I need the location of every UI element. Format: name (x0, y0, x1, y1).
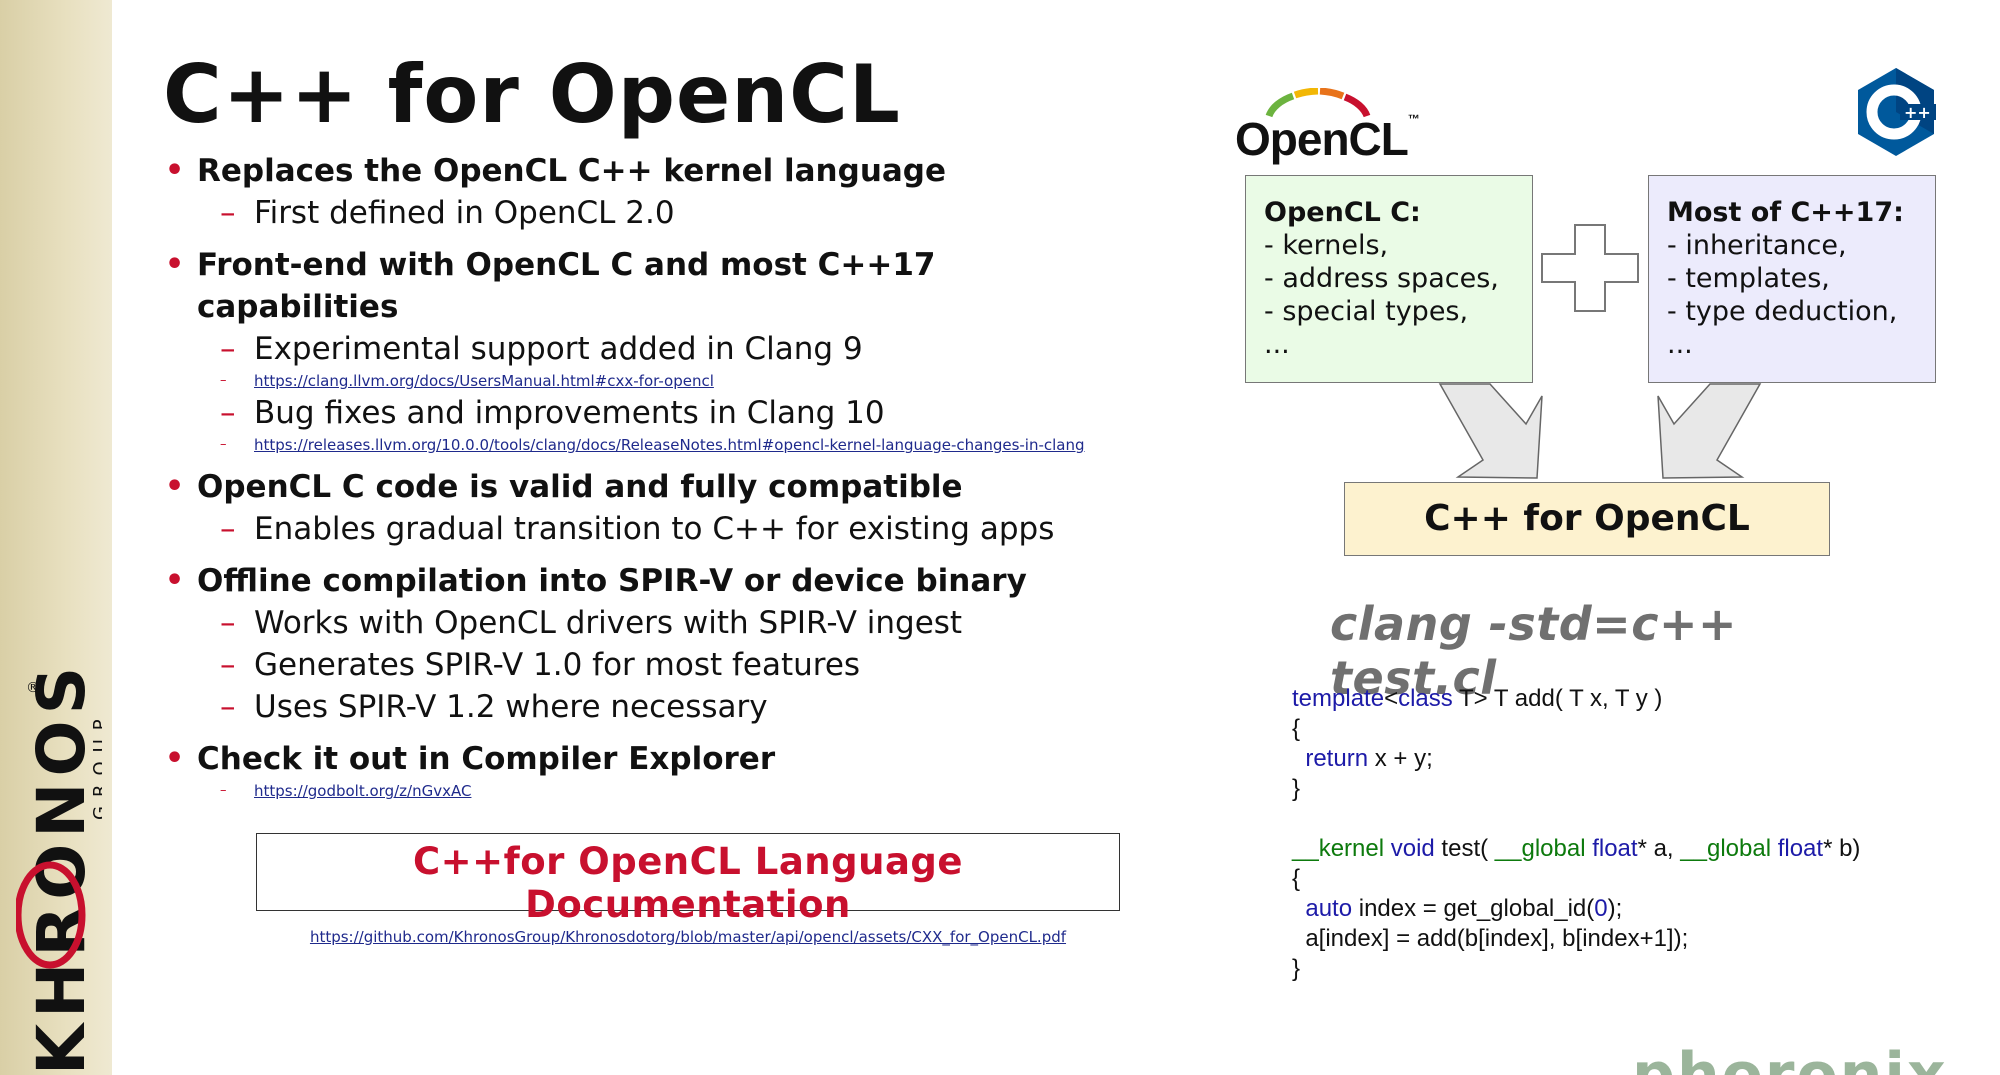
sub-bullet-item: Enables gradual transition to C++ for ex… (165, 508, 1145, 550)
compile-command: clang -std=c++ test.cl (1330, 597, 1738, 705)
sub-bullet-link-row: https://godbolt.org/z/nGvxAC (165, 780, 1145, 802)
phoronix-watermark: phoronix (1632, 1040, 1948, 1075)
sub-bullet-link-row: https://clang.llvm.org/docs/UsersManual.… (165, 370, 1145, 392)
documentation-title: C++for OpenCL Language Documentation (412, 840, 964, 926)
bullet-item: Front-end with OpenCL C and most C++17 c… (165, 244, 1145, 328)
sub-bullet-item: Works with OpenCL drivers with SPIR-V in… (165, 602, 1145, 644)
bullet-item: Check it out in Compiler Explorer (165, 738, 1145, 780)
opencl-c-feature: - address spaces, (1264, 263, 1499, 294)
code-sample: template<class T> T add( T x, T y ) { re… (1292, 685, 1861, 982)
cpp17-box: Most of C++17: - inheritance, - template… (1648, 175, 1936, 383)
godbolt-link[interactable]: https://godbolt.org/z/nGvxAC (254, 782, 472, 800)
opencl-c-feature: - special types, (1264, 296, 1469, 327)
cpp-for-opencl-box: C++ for OpenCL (1344, 482, 1830, 556)
khronos-logo: KHRONOS GROUP ® (16, 670, 102, 1075)
opencl-c-feature: - kernels, (1264, 230, 1389, 261)
sub-bullet-item: Generates SPIR-V 1.0 for most features (165, 644, 1145, 686)
cpp17-box-title: Most of C++17: (1667, 197, 1904, 228)
sub-bullet-item: Bug fixes and improvements in Clang 10 (165, 392, 1145, 434)
bullet-item: Replaces the OpenCL C++ kernel language (165, 150, 1145, 192)
svg-text:GROUP: GROUP (90, 710, 102, 820)
opencl-logo-text: OpenCL™ (1235, 112, 1420, 165)
release-notes-link[interactable]: https://releases.llvm.org/10.0.0/tools/c… (254, 436, 1085, 454)
sub-bullet-item: First defined in OpenCL 2.0 (165, 192, 1145, 234)
opencl-logo: OpenCL™ (1235, 88, 1420, 165)
cpp17-feature: - type deduction, (1667, 296, 1898, 327)
cpp17-feature: ... (1667, 329, 1693, 360)
opencl-c-feature: ... (1264, 329, 1290, 360)
sub-bullet-item: Experimental support added in Clang 9 (165, 328, 1145, 370)
clang-manual-link[interactable]: https://clang.llvm.org/docs/UsersManual.… (254, 372, 714, 390)
plus-icon (1541, 224, 1639, 312)
cpp-logo-icon: ++ (1858, 68, 1936, 156)
cpp17-feature: - templates, (1667, 263, 1830, 294)
merge-arrows-icon (1438, 383, 1762, 479)
slide-title: C++ for OpenCL (163, 48, 901, 141)
documentation-link[interactable]: https://github.com/KhronosGroup/Khronosd… (309, 928, 1067, 946)
sub-bullet-item: Uses SPIR-V 1.2 where necessary (165, 686, 1145, 728)
documentation-box: C++for OpenCL Language Documentation htt… (256, 833, 1120, 946)
svg-text:++: ++ (1904, 103, 1931, 122)
opencl-logo-arc-icon (1265, 88, 1371, 118)
opencl-c-box-title: OpenCL C: (1264, 197, 1421, 228)
bullet-item: Offline compilation into SPIR-V or devic… (165, 560, 1145, 602)
khronos-side-strip: KHRONOS GROUP ® (0, 0, 112, 1075)
bullet-item: OpenCL C code is valid and fully compati… (165, 466, 1145, 508)
cpp17-feature: - inheritance, (1667, 230, 1847, 261)
sub-bullet-link-row: https://releases.llvm.org/10.0.0/tools/c… (165, 434, 1145, 456)
svg-text:®: ® (26, 680, 40, 696)
bullet-list: Replaces the OpenCL C++ kernel language … (165, 150, 1145, 802)
opencl-c-box: OpenCL C: - kernels, - address spaces, -… (1245, 175, 1533, 383)
